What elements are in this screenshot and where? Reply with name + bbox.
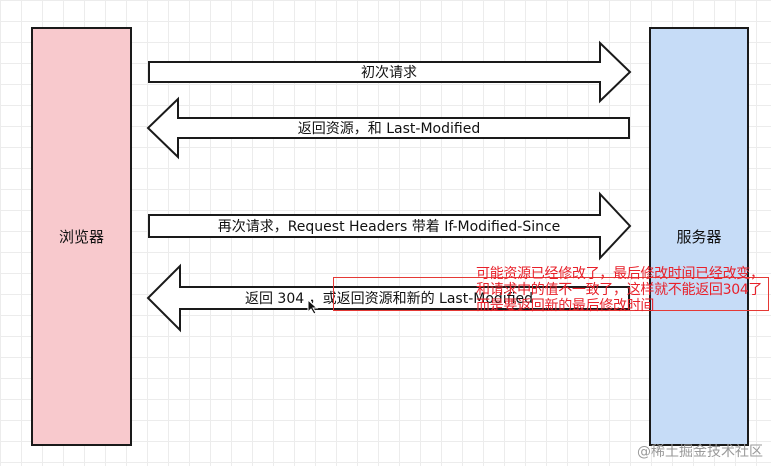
arrow-label-request-again: 再次请求，Request Headers 带着 If-Modified-Sinc… — [217, 219, 561, 235]
server-node: 服务器 — [649, 27, 749, 446]
arrow-initial-request — [148, 40, 632, 104]
arrow-label-return-304: 返回 304 ，或返回资源和新的 Last-Modified — [244, 291, 534, 307]
annotation-text: 可能资源已经修改了，最后修改时间已经改变，和请求中的值不一致了，这样就不能返回3… — [476, 266, 764, 314]
mouse-cursor-icon — [307, 299, 319, 315]
server-label: 服务器 — [676, 228, 722, 246]
arrow-return-304 — [146, 263, 630, 333]
watermark: @稀土掘金技术社区 — [637, 444, 763, 460]
browser-node: 浏览器 — [31, 27, 132, 446]
arrow-label-return-resource: 返回资源，和 Last-Modified — [297, 121, 481, 137]
browser-label: 浏览器 — [58, 228, 104, 246]
arrow-request-again — [148, 191, 632, 261]
annotation-box — [333, 277, 769, 311]
arrow-label-initial-request: 初次请求 — [361, 65, 417, 81]
arrow-return-resource — [146, 96, 630, 160]
